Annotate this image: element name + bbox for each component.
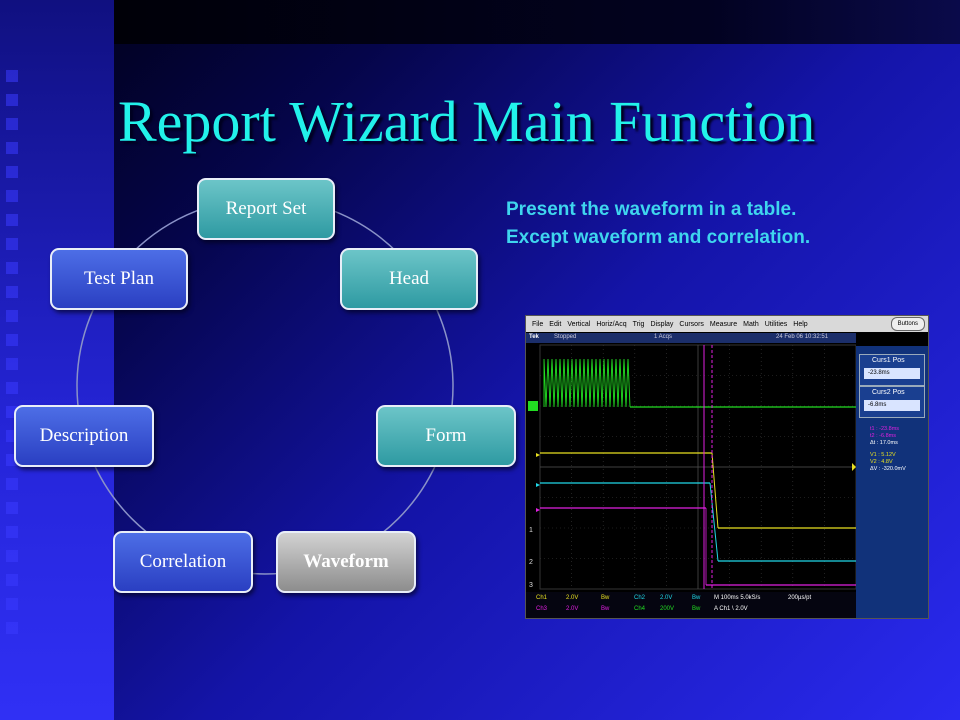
- cycle-node-label: Test Plan: [84, 268, 154, 289]
- readout-t1: t1 : -23.8ms: [870, 426, 900, 432]
- readout-delta-v: ΔV : -320.0mV: [870, 466, 906, 472]
- scope-menu-file[interactable]: File: [532, 320, 544, 328]
- decor-squares: [6, 70, 30, 646]
- scope-channel-marker-2: 2: [529, 559, 533, 566]
- ch3-bw: Bw: [601, 606, 610, 612]
- slide-title: Report Wizard Main Function: [118, 89, 816, 154]
- cycle-node-correlation[interactable]: Correlation: [113, 531, 253, 593]
- scope-menu-help[interactable]: Help: [793, 320, 808, 328]
- readout-delta-t: Δt : 17.0ms: [870, 440, 898, 446]
- timebase-setting[interactable]: M 100ms 5.0kS/s: [714, 595, 761, 601]
- cycle-node-description[interactable]: Description: [14, 405, 154, 467]
- scope-buttons-button[interactable]: Buttons: [890, 317, 925, 331]
- ch3-label[interactable]: Ch3: [536, 606, 548, 612]
- scope-channel-marker-3: 3: [529, 582, 533, 589]
- scope-menu-trig[interactable]: Trig: [632, 320, 645, 328]
- cycle-node-report-set[interactable]: Report Set: [197, 178, 335, 240]
- cycle-node-waveform[interactable]: Waveform: [276, 531, 416, 593]
- top-decor-band: [114, 0, 960, 44]
- cycle-node-test-plan[interactable]: Test Plan: [50, 248, 188, 310]
- scope-menu-math[interactable]: Math: [743, 320, 759, 328]
- ch4-bw: Bw: [692, 606, 701, 612]
- scope-menubar: File Edit Vertical Horiz/Acq Trig Displa…: [526, 316, 928, 332]
- ch2-scale: 2.0V: [660, 595, 673, 601]
- scope-cursor-panel: Curs1 Pos -23.8ms Curs2 Pos -6.8ms t1 : …: [856, 346, 928, 618]
- trigger-setting[interactable]: A Ch1 \ 2.0V: [714, 606, 748, 612]
- ch2-bw: Bw: [692, 595, 701, 601]
- readout-t2: t2 : -6.8ms: [870, 433, 896, 439]
- scope-menu-edit[interactable]: Edit: [549, 320, 562, 328]
- ch4-label[interactable]: Ch4: [634, 606, 646, 612]
- cycle-node-form[interactable]: Form: [376, 405, 516, 467]
- scope-waveform-display: [528, 344, 856, 590]
- scope-run-state: Stopped: [554, 334, 577, 340]
- scope-statusbar: Tek Stopped 1 Acqs 24 Feb 06 10:32:51: [526, 333, 856, 343]
- cycle-node-label: Form: [425, 425, 467, 446]
- scope-acq-count: 1 Acqs: [654, 334, 673, 340]
- left-decor-band: [0, 0, 114, 720]
- description-line-2: Except waveform and correlation.: [506, 227, 811, 248]
- readout-v2: V2 : 4.8V: [870, 459, 893, 465]
- scope-menu-display[interactable]: Display: [650, 320, 674, 328]
- scope-channel-marker-1: 1: [529, 527, 533, 534]
- resolution-setting: 200µs/pt: [788, 595, 812, 601]
- scope-menu-measure[interactable]: Measure: [709, 320, 738, 328]
- ch1-label[interactable]: Ch1: [536, 595, 548, 601]
- ch3-scale: 2.0V: [566, 606, 579, 612]
- scope-menu-horiz-acq[interactable]: Horiz/Acq: [596, 320, 627, 328]
- cycle-node-label: Report Set: [225, 198, 307, 219]
- scope-timestamp: 24 Feb 06 10:32:51: [776, 334, 829, 340]
- scope-menu-cursors[interactable]: Cursors: [679, 320, 704, 328]
- curs2-label: Curs2 Pos: [872, 389, 905, 396]
- scope-brand: Tek: [529, 334, 539, 340]
- scope-menu-vertical[interactable]: Vertical: [567, 320, 591, 328]
- oscilloscope-screenshot: File Edit Vertical Horiz/Acq Trig Displa…: [525, 315, 929, 619]
- curs2-value-field[interactable]: -6.8ms: [864, 400, 920, 411]
- cycle-node-label: Head: [388, 268, 430, 289]
- ch2-label[interactable]: Ch2: [634, 595, 646, 601]
- description-line-1: Present the waveform in a table.: [506, 199, 797, 220]
- scope-menu-utilities[interactable]: Utilities: [764, 320, 788, 328]
- curs1-control[interactable]: Curs1 Pos -23.8ms: [859, 354, 925, 386]
- cycle-node-head[interactable]: Head: [340, 248, 478, 310]
- description-text: Present the waveform in a table. Except …: [506, 196, 810, 252]
- cycle-node-label: Correlation: [139, 551, 227, 572]
- readout-v1: V1 : 5.12V: [870, 452, 896, 458]
- scope-channel-settings: Ch1 2.0V Bw Ch2 2.0V Bw Ch3 2.0V Bw Ch4 …: [526, 592, 856, 618]
- ch1-scale: 2.0V: [566, 595, 579, 601]
- curs2-control[interactable]: Curs2 Pos -6.8ms: [859, 386, 925, 418]
- cycle-node-label: Description: [39, 425, 129, 446]
- cycle-node-label: Waveform: [303, 551, 389, 572]
- ch4-scale: 200V: [660, 606, 675, 612]
- curs1-value-field[interactable]: -23.8ms: [864, 368, 920, 379]
- curs1-label: Curs1 Pos: [872, 357, 905, 364]
- ch1-bw: Bw: [601, 595, 610, 601]
